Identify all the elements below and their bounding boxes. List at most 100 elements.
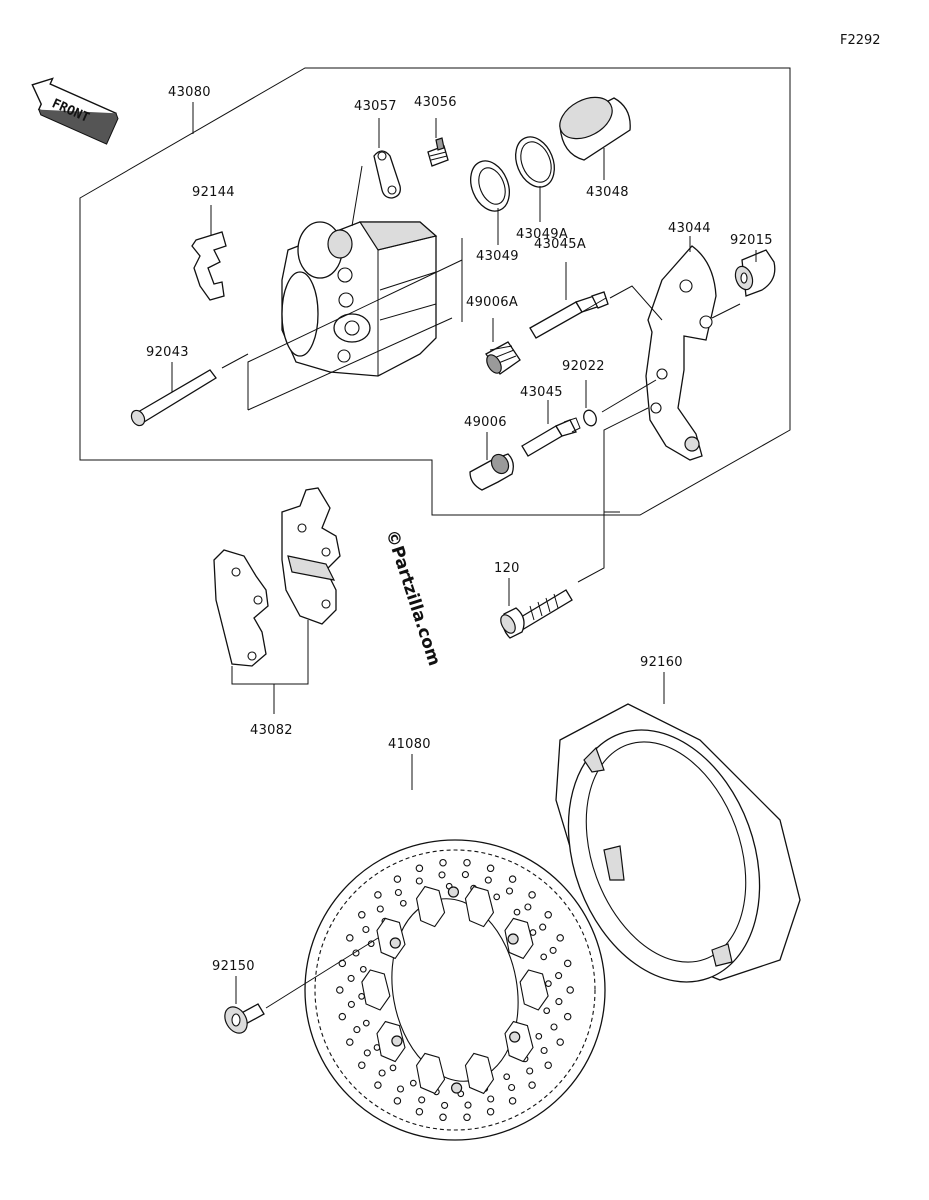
piston-seal-43049 [470,160,510,245]
disc-drill-hole [438,871,446,879]
label-120[interactable]: 120 [494,561,520,576]
pad-pin-92043 [130,353,249,427]
disc-mount-hole [509,1031,521,1043]
disc-mount-hole [507,933,519,945]
disc-vent-window [464,1052,495,1095]
watermark: ©Partzilla.com [381,527,444,668]
label-43048[interactable]: 43048 [586,185,629,200]
disc-drill-hole [566,986,574,994]
disc-guard-92160 [555,672,801,983]
dust-seal-43049A [515,136,555,222]
disc-vent-window [504,917,534,960]
disc-drill-hole [347,1000,355,1008]
label-43049A[interactable]: 43049A [516,227,568,242]
disc-drill-hole [508,875,517,883]
disc-drill-hole [346,934,354,942]
label-49006A[interactable]: 49006A [466,295,518,310]
disc-mount-hole [451,1082,463,1094]
disc-drill-hole [415,864,424,873]
disc-drill-hole [359,965,367,973]
disc-vent-window [376,1020,406,1063]
label-43082[interactable]: 43082 [250,723,293,738]
brake-pad-back-43082 [281,487,341,625]
label-92144[interactable]: 92144 [192,185,235,200]
brake-pad-front-43082 [213,549,309,714]
bleed-valve-43056 [427,118,449,167]
disc-drill-hole [464,1101,472,1109]
disc-drill-hole [378,1069,386,1077]
collar-92015 [711,249,776,319]
disc-vent-window [376,917,406,960]
disc-drill-hole [503,1073,511,1081]
slide-pin-43045 [521,400,581,457]
disc-drill-hole [526,1067,534,1075]
bleed-plate-43057 [373,118,401,199]
boot-49006A [485,318,521,375]
disc-drill-hole [393,1097,402,1105]
label-92150[interactable]: 92150 [212,959,255,974]
disc-drill-hole [418,1096,426,1104]
disc-drill-hole [540,1046,548,1055]
disc-vent-window [415,885,446,928]
boot-49006 [469,432,514,491]
disc-drill-hole [540,953,548,961]
disc-drill-hole [358,1061,366,1069]
piston-43048 [559,96,631,180]
caliper-body [281,221,438,377]
disc-drill-hole [486,1107,495,1116]
disc-mount-hole [391,1035,403,1047]
disc-drill-hole [549,946,557,954]
disc-drill-hole [556,1038,564,1046]
label-92015[interactable]: 92015 [730,233,773,248]
disc-drill-hole [439,1113,447,1122]
caliper-bracket-43044 [645,236,717,461]
label-43044[interactable]: 43044 [668,221,711,236]
label-49006[interactable]: 49006 [464,415,507,430]
disc-drill-hole [508,1083,516,1092]
disc-vent-window [464,885,495,928]
disc-drill-hole [508,1097,517,1105]
label-43057[interactable]: 43057 [354,99,397,114]
label-43056[interactable]: 43056 [414,95,457,110]
disc-vent-window [415,1052,446,1095]
disc-drill-hole [505,887,514,895]
disc-drill-hole [439,858,447,867]
disc-drill-hole [545,980,552,987]
disc-drill-hole [528,1081,536,1089]
disc-drill-hole [513,908,521,916]
disc-drill-hole [555,972,563,980]
snap-ring-92022 [583,379,657,427]
disc-drill-hole [415,1107,424,1116]
disc-drill-hole [415,877,423,885]
disc-drill-hole [374,891,382,899]
pad-spring-92144 [191,205,227,301]
disc-drill-hole [346,1038,354,1046]
label-43049[interactable]: 43049 [476,249,519,264]
label-92022[interactable]: 92022 [562,359,605,374]
disc-drill-hole [543,1007,551,1015]
disc-drill-hole [535,1032,543,1040]
label-43045A[interactable]: 43045A [534,237,586,252]
label-92043[interactable]: 92043 [146,345,189,360]
disc-vent-window [519,969,549,1011]
disc-drill-hole [544,1061,552,1069]
disc-drill-hole [396,1085,405,1093]
disc-drill-hole [358,911,366,919]
disc-drill-hole [352,949,360,957]
disc-drill-hole [347,974,355,982]
label-41080[interactable]: 41080 [388,737,431,752]
brake-disc-41080 [304,754,606,1141]
disc-drill-hole [376,905,384,913]
disc-drill-hole [529,929,537,936]
label-92160[interactable]: 92160 [640,655,683,670]
disc-drill-hole [563,959,572,968]
disc-vent-window [361,969,391,1011]
label-43045[interactable]: 43045 [520,385,563,400]
disc-drill-hole [394,888,402,897]
disc-drill-hole [353,1026,361,1034]
disc-drill-hole [399,899,407,907]
disc-drill-hole [484,876,492,884]
disc-drill-hole [463,858,471,867]
disc-drill-hole [550,1023,558,1031]
label-43080[interactable]: 43080 [168,85,211,100]
